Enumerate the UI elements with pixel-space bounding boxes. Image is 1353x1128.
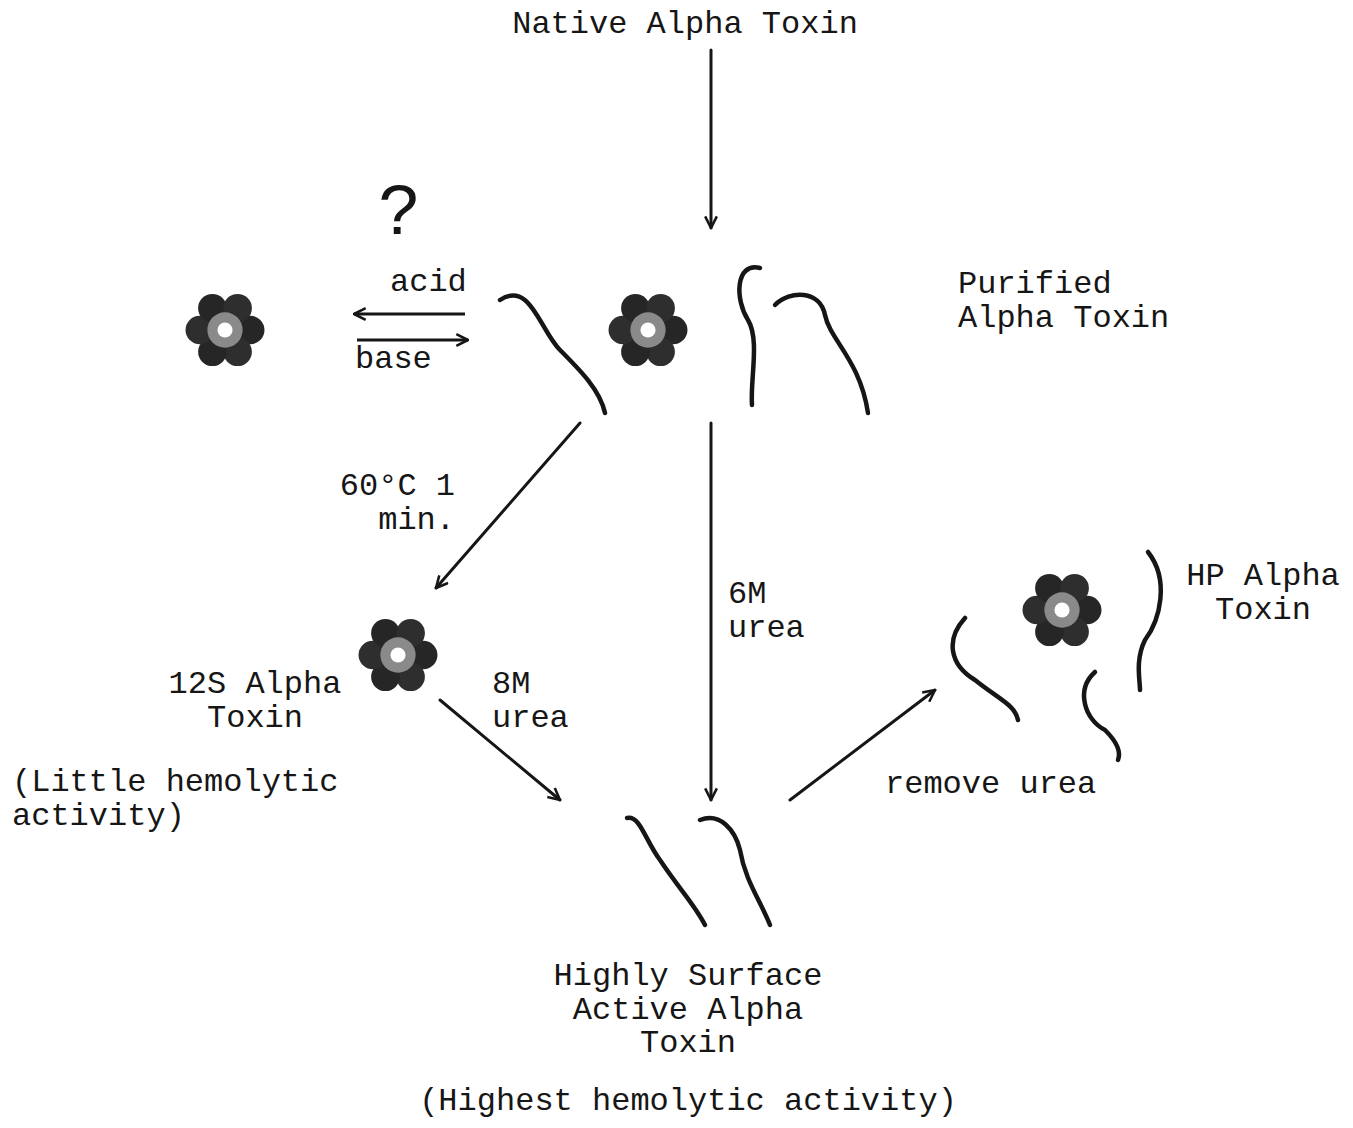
monomer-strand bbox=[700, 818, 770, 925]
base-arrow bbox=[357, 339, 468, 342]
node-label: Purified Alpha Toxin bbox=[958, 268, 1188, 335]
acid-arrow bbox=[354, 313, 465, 316]
reaction-arrow bbox=[710, 50, 713, 228]
node-label: Highly Surface Active Alpha Toxin bbox=[548, 960, 828, 1061]
hp-illustration bbox=[953, 552, 1161, 760]
toxin-ring bbox=[1023, 574, 1102, 646]
node-label: (Highest hemolytic activity) bbox=[414, 1085, 962, 1119]
toxin-node: Native Alpha Toxin bbox=[500, 6, 872, 50]
monomer-strand bbox=[500, 295, 605, 413]
node-label: HP Alpha Toxin bbox=[1183, 560, 1343, 627]
condition-label: remove urea bbox=[885, 768, 1145, 802]
monomer-strand bbox=[739, 267, 760, 405]
condition-label: 60°C 1 min. bbox=[330, 470, 455, 537]
toxin-ring bbox=[359, 619, 438, 691]
condition-label: 6M urea bbox=[728, 578, 823, 645]
node-label: 12S Alpha Toxin bbox=[160, 668, 350, 735]
toxin-ring bbox=[609, 294, 688, 366]
toxin-node: 12S Alpha Toxin (Little hemolytic activit… bbox=[8, 588, 440, 838]
annotation-text: base bbox=[355, 343, 455, 377]
toxin-node: Purified Alpha Toxin bbox=[490, 228, 1190, 423]
reaction-arrow bbox=[710, 423, 713, 800]
annotation-text: acid bbox=[390, 266, 490, 300]
reaction-arrow bbox=[436, 423, 580, 588]
toxin-node: Highly Surface Active Alpha Toxin (Highes… bbox=[412, 800, 964, 1122]
condition-label: 8M urea bbox=[492, 668, 587, 735]
annotation-text: ? bbox=[378, 178, 448, 254]
monomer-strand bbox=[1084, 672, 1119, 760]
monomer-strand bbox=[953, 618, 1018, 720]
purified-illustration bbox=[500, 267, 868, 413]
monomer-strand bbox=[775, 295, 868, 413]
monomer-strand bbox=[627, 818, 705, 925]
toxin-ring bbox=[186, 294, 265, 366]
monomer-strand bbox=[1139, 552, 1161, 690]
node-label: Native Alpha Toxin bbox=[500, 8, 870, 42]
surface-active-illustration bbox=[627, 818, 770, 925]
toxin-node: HP Alpha Toxin bbox=[935, 535, 1347, 770]
node-label: (Little hemolytic activity) bbox=[12, 766, 357, 833]
